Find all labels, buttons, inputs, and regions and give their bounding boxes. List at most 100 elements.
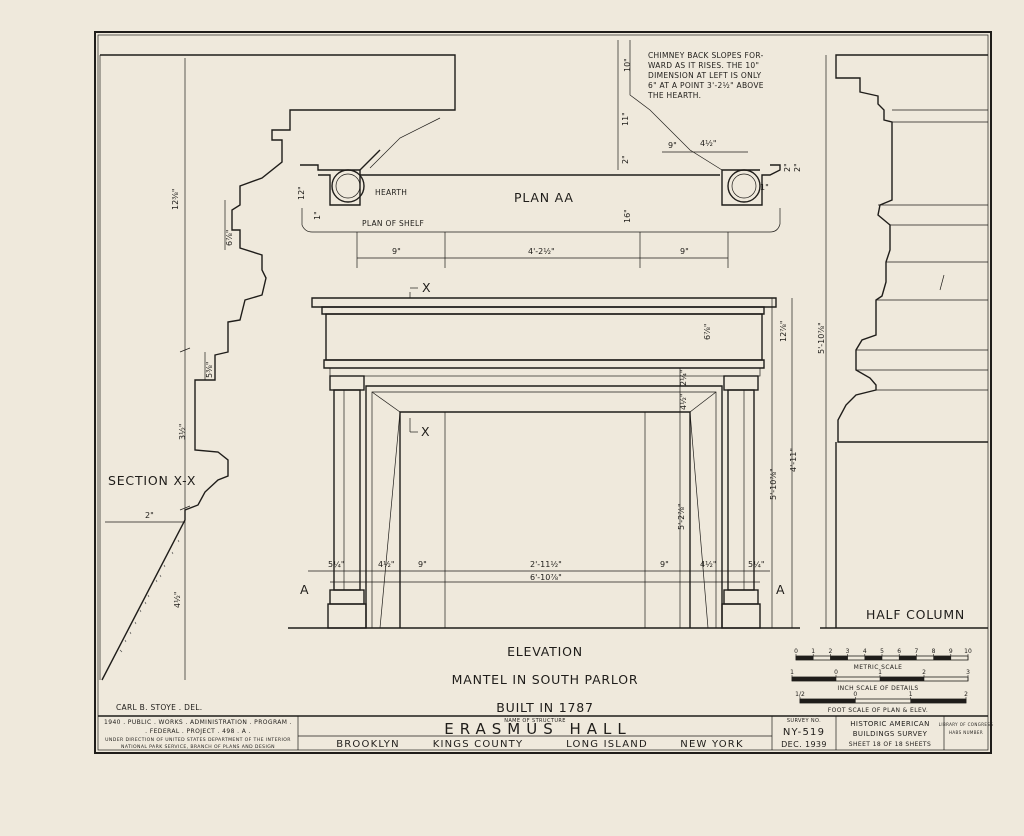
metric-scale-segment [933,656,951,660]
location-county: KINGS COUNTY [433,739,524,750]
elev-dim-4-left: 4½" [378,560,395,569]
chimney-note-line-3: DIMENSION AT LEFT IS ONLY [648,71,762,80]
elev-dim-overall: 6'-10⅞" [530,573,562,582]
left-column [327,375,367,629]
marker-x-top: X [422,280,431,295]
plan-dim-16: 16" [623,209,632,223]
survey-date: DEC. 1939 [781,740,827,749]
elev-dim-2-11: 2'-11½" [530,560,562,569]
marker-a-left: A [300,582,309,597]
elev-dim-2: 2¼" [679,369,688,386]
inch-scale-segment [792,677,836,681]
metric-scale-tick-label: 10 [964,648,972,655]
inch-scale-label: INCH SCALE OF DETAILS [837,685,918,692]
chimney-note-line-1: CHIMNEY BACK SLOPES FOR- [648,51,764,60]
chimney-note-line-5: THE HEARTH. [647,91,701,100]
plan-dim-1: 1" [313,211,322,220]
elev-dim-9-right: 9" [660,560,669,569]
foot-scale-segment [910,699,966,703]
structure-name: ERASMUS HALL [444,720,632,738]
metric-scale-tick-label: 9 [949,648,953,655]
inch-scale-tick-label: 2 [922,669,926,676]
plan-dim-11: 11" [621,112,630,126]
title-block: 1940 . PUBLIC . WORKS . ADMINISTRATION .… [98,715,994,750]
elev-dim-528: 5'-2⅞" [677,503,686,530]
caption-mantel: MANTEL IN SOUTH PARLOR [452,672,639,687]
location-city: BROOKLYN [336,739,400,750]
sheet-count: SHEET 18 OF 18 SHEETS [849,741,931,748]
metric-scale-segment [830,656,848,660]
location-island: LONG ISLAND [566,739,648,750]
foot-scale-label: FOOT SCALE OF PLAN & ELEV. [828,707,928,714]
inch-scale-tick-label: 3 [966,669,970,676]
inch-scale-tick-label: 1 [790,669,794,676]
section-title: SECTION X-X [108,473,196,488]
metric-scale-tick-label: 1 [811,648,815,655]
habs-line-1: HISTORIC AMERICAN [850,720,930,728]
marker-x-mid: X [421,424,430,439]
hearth-label: HEARTH [375,188,407,197]
plan-dim-2b: 2" [793,163,802,172]
marker-a-right: A [776,582,785,597]
chimney-note: CHIMNEY BACK SLOPES FOR- WARD AS IT RISE… [647,51,764,100]
drawing-captions: ELEVATION MANTEL IN SOUTH PARLOR BUILT I… [116,644,638,715]
section-dim-12: 12⅜" [171,188,180,210]
mantel-elevation: X X A A 5¼" 4½" 9" 2'-11½" 9" 4½" 5¼" 6'… [288,280,800,629]
plan-dim-2: 2" [621,155,630,164]
section-dim-2: 2" [145,511,154,520]
foot-scale: 1/2 0 1 2 [795,691,968,704]
elev-dim-411: 4'-11" [789,448,798,472]
habs-line-2: BUILDINGS SURVEY [853,730,928,738]
metric-scale-segment [796,656,814,660]
metric-scale-segment [899,656,917,660]
half-column: 5'-10⅞" HALF COLUMN [817,54,988,629]
foot-scale-tick-label: 1/2 [795,691,805,698]
metric-scale-tick-label: 2 [828,648,832,655]
survey-number: NY-519 [783,727,825,738]
foot-scale-segment [800,699,856,703]
elev-dim-5-left: 5¼" [328,560,345,569]
plan-dim-2a: 2" [783,163,792,172]
section-dim-3: 3½" [178,423,187,440]
section-xx-profile: 12⅜" 6⅞" 5⅜" 3½" 2" 4½" SECTION X-X [99,54,456,681]
project-line-2: . FEDERAL . PROJECT . 498 . A . [145,728,251,735]
reference-line-1: LIBRARY OF CONGRESS [939,722,994,727]
elev-dim-6: 6⅞" [703,323,712,340]
half-column-title: HALF COLUMN [866,607,965,622]
chimney-note-line-2: WARD AS IT RISES. THE 10" [648,61,759,70]
plan-dim-center: 4'-2½" [528,247,555,256]
inner-border [97,34,989,751]
structure-name-caption: NAME OF STRUCTURE [504,718,566,724]
foot-scale-tick-label: 0 [853,691,857,698]
metric-scale-tick-label: 3 [846,648,850,655]
right-column [721,375,761,629]
elev-dim-4: 4½" [679,393,688,410]
section-dim-5: 5⅜" [205,361,214,378]
foot-scale-tick-label: 2 [964,691,968,698]
reference-line-2: HABS NUMBER [949,730,983,735]
section-dim-6: 6⅞" [225,229,234,246]
metric-scale-tick-label: 7 [914,648,918,655]
metric-scale-segment [864,656,882,660]
plan-dim-4half: 4½" [700,139,717,148]
chimney-note-line-4: 6" AT A POINT 3'-2½" ABOVE [648,81,764,90]
survey-caption: SURVEY NO. [787,718,821,724]
caption-built: BUILT IN 1787 [496,700,594,715]
metric-scale-tick-label: 5 [880,648,884,655]
elev-dim-12: 12⅞" [779,320,788,342]
elev-dim-4-right: 4½" [700,560,717,569]
plan-dim-9-left: 9" [392,247,401,256]
inch-scale-segment [880,677,924,681]
caption-elevation: ELEVATION [507,644,583,659]
plan-title: PLAN AA [514,190,574,205]
plan-dim-10: 10" [623,58,632,72]
metric-scale-tick-label: 6 [897,648,901,655]
foot-scale-tick-label: 1 [909,691,913,698]
location-state: NEW YORK [680,739,743,750]
plan-dim-9b: 9" [668,141,677,150]
